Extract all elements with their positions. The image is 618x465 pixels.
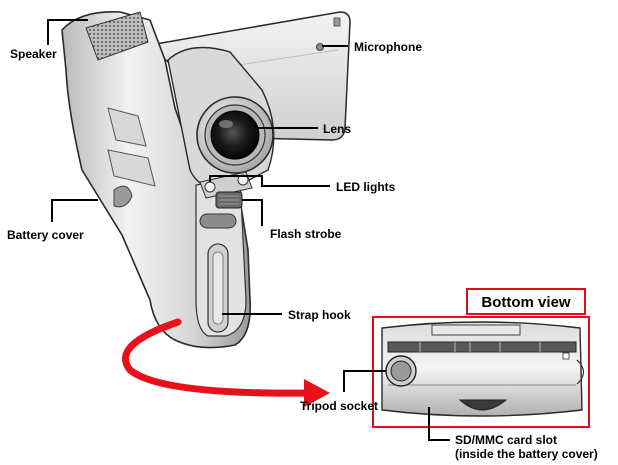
bottom-view-panel: Bottom view (372, 288, 590, 428)
arrow-to-bottom-view (122, 318, 330, 407)
label-speaker: Speaker (10, 47, 57, 61)
label-battery-cover: Battery cover (7, 228, 84, 242)
callout-lines (47, 19, 450, 441)
lens-glass (210, 110, 260, 160)
label-lens: Lens (323, 122, 351, 136)
camcorder-illustration (61, 11, 351, 349)
label-flash-strobe: Flash strobe (270, 227, 342, 241)
label-led-lights: LED lights (336, 180, 396, 194)
bottom-view-title: Bottom view (481, 294, 571, 311)
label-card-slot-line2: (inside the battery cover) (455, 447, 598, 461)
label-card-slot-line1: SD/MMC card slot (455, 433, 557, 447)
tripod-socket-hole (390, 360, 412, 382)
label-strap-hook: Strap hook (288, 308, 351, 322)
speaker-grille (85, 11, 149, 61)
led-light-left (204, 181, 216, 193)
label-tripod-socket: Tripod socket (300, 399, 378, 413)
label-microphone: Microphone (354, 40, 422, 54)
bottom-view-title-box (466, 288, 586, 315)
card-slot-cover-notch (458, 399, 508, 411)
part-labels: Speaker Microphone Lens LED lights Flash… (7, 40, 598, 461)
